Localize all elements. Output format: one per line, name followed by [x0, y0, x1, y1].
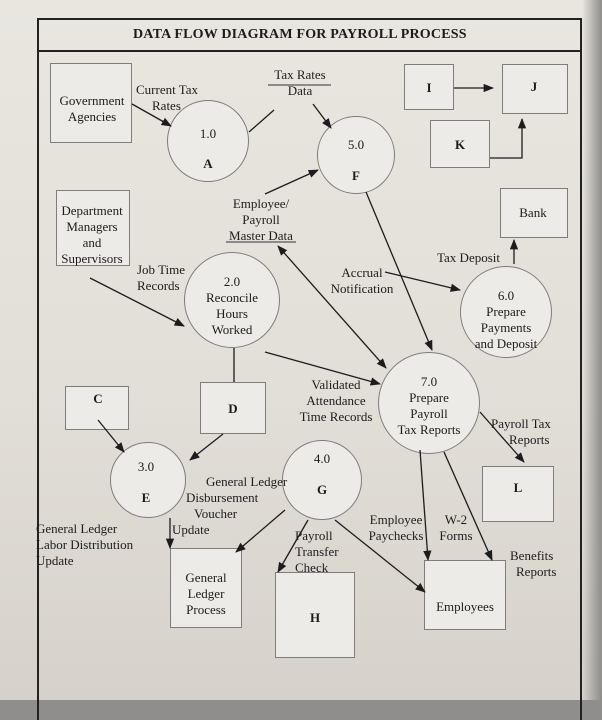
flow-p2-to-p7 [264, 351, 382, 386]
process-3 [110, 442, 186, 518]
process-1 [167, 100, 249, 182]
flow-p1-to-store-left [248, 109, 275, 133]
process-4 [282, 440, 362, 520]
label-entity-l: L [513, 480, 523, 495]
label-entity-d: D [228, 401, 238, 416]
flow-p7-to-l [479, 411, 525, 463]
process-3-number: 3.0 [137, 459, 155, 474]
entity-l [482, 466, 554, 522]
label-entity-k: K [454, 137, 466, 152]
entity-j [502, 64, 568, 114]
process-1-number: 1.0 [199, 126, 217, 141]
flow-label-w2-forms: W-2 Forms [439, 512, 473, 543]
flow-managers-to-p2 [89, 277, 185, 327]
flow-label-current-tax-rates: Current Tax Rates [136, 82, 199, 113]
label-entity-h: H [309, 610, 321, 625]
process-6-name: Prepare Payments and Deposit [474, 304, 538, 351]
process-6 [460, 266, 552, 358]
flow-c-to-p3 [97, 419, 125, 453]
flow-label-benefits-reports: Benefits Reports [510, 548, 557, 579]
process-7-number: 7.0 [420, 374, 438, 389]
flow-p4-to-employees [334, 519, 426, 593]
label-entity-bank: Bank [519, 205, 547, 220]
flow-paychecks [419, 449, 432, 562]
label-government-agencies: Government Agencies [59, 93, 125, 124]
entity-government-agencies [50, 63, 132, 143]
process-5-name: F [352, 168, 360, 183]
flow-label-employee-paychecks: Employee Paychecks [368, 512, 424, 543]
process-4-number: 4.0 [313, 451, 331, 466]
flow-master-to-p5 [264, 169, 319, 195]
label-entity-employees: Employees [436, 599, 494, 614]
process-2-number: 2.0 [223, 274, 241, 289]
label-department-managers: Department Managers and Supervisors [61, 203, 123, 266]
flow-k-to-j [490, 117, 527, 159]
flow-label-tax-rates-data: Tax Rates Data [274, 67, 326, 98]
process-7 [378, 352, 480, 454]
entity-c [65, 386, 129, 430]
label-entity-i: I [426, 80, 432, 95]
process-2 [184, 252, 280, 348]
entity-employees [424, 560, 506, 630]
entity-h [275, 572, 355, 658]
flow-label-job-time-records: Job Time Records [137, 262, 186, 293]
entity-bank [500, 188, 568, 238]
flow-label-payroll-tax-reports: Payroll Tax Reports [491, 416, 551, 447]
process-7-name: Prepare Payroll Tax Reports [397, 390, 461, 437]
process-1-name: A [203, 156, 213, 171]
flow-w2 [443, 451, 493, 561]
label-entity-j: J [530, 79, 538, 94]
process-3-name: E [141, 490, 151, 505]
entity-k [430, 120, 490, 168]
diagram-frame [37, 18, 582, 720]
process-5-number: 5.0 [347, 137, 365, 152]
entity-general-ledger-process [170, 548, 242, 628]
label-entity-c: C [93, 391, 103, 406]
flow-label-tax-deposit: Tax Deposit [437, 250, 500, 265]
diagram-title: DATA FLOW DIAGRAM FOR PAYROLL PROCESS [133, 27, 467, 42]
entity-department-managers [56, 190, 130, 266]
flow-gov-to-p1 [131, 103, 172, 127]
flow-tax-deposit [384, 271, 462, 292]
flow-label-gl-labor: General Ledger Labor Distribution Update [36, 521, 134, 568]
flow-label-payroll-transfer-check: Payroll Transfer Check [295, 528, 339, 575]
title-divider [37, 50, 580, 52]
process-2-name: Reconcile Hours Worked [206, 290, 258, 337]
process-4-name: G [316, 482, 328, 497]
flow-store-to-p5 [312, 103, 332, 129]
flow-p5-to-p7 [365, 191, 433, 351]
process-6-number: 6.0 [497, 288, 515, 303]
flow-label-validated-attendance: Validated Attendance Time Records [299, 377, 373, 424]
flow-master-p7 [277, 245, 387, 369]
label-general-ledger-process: General Ledger Process [185, 570, 227, 617]
flow-p4-to-h [277, 519, 309, 573]
flow-label-employee-payroll-master: Employee/ Payroll Master Data [229, 196, 293, 243]
flow-p4-to-gl [235, 509, 286, 553]
flow-label-gl-disbursement: General Ledger Disbursement Voucher Upda… [172, 474, 288, 537]
flow-label-accrual-notification: Accrual Notification [330, 265, 394, 296]
entity-d [200, 382, 266, 434]
entity-i [404, 64, 454, 110]
process-5 [317, 116, 395, 194]
flow-d-to-p3 [189, 433, 224, 461]
flow-arrows [89, 83, 527, 593]
